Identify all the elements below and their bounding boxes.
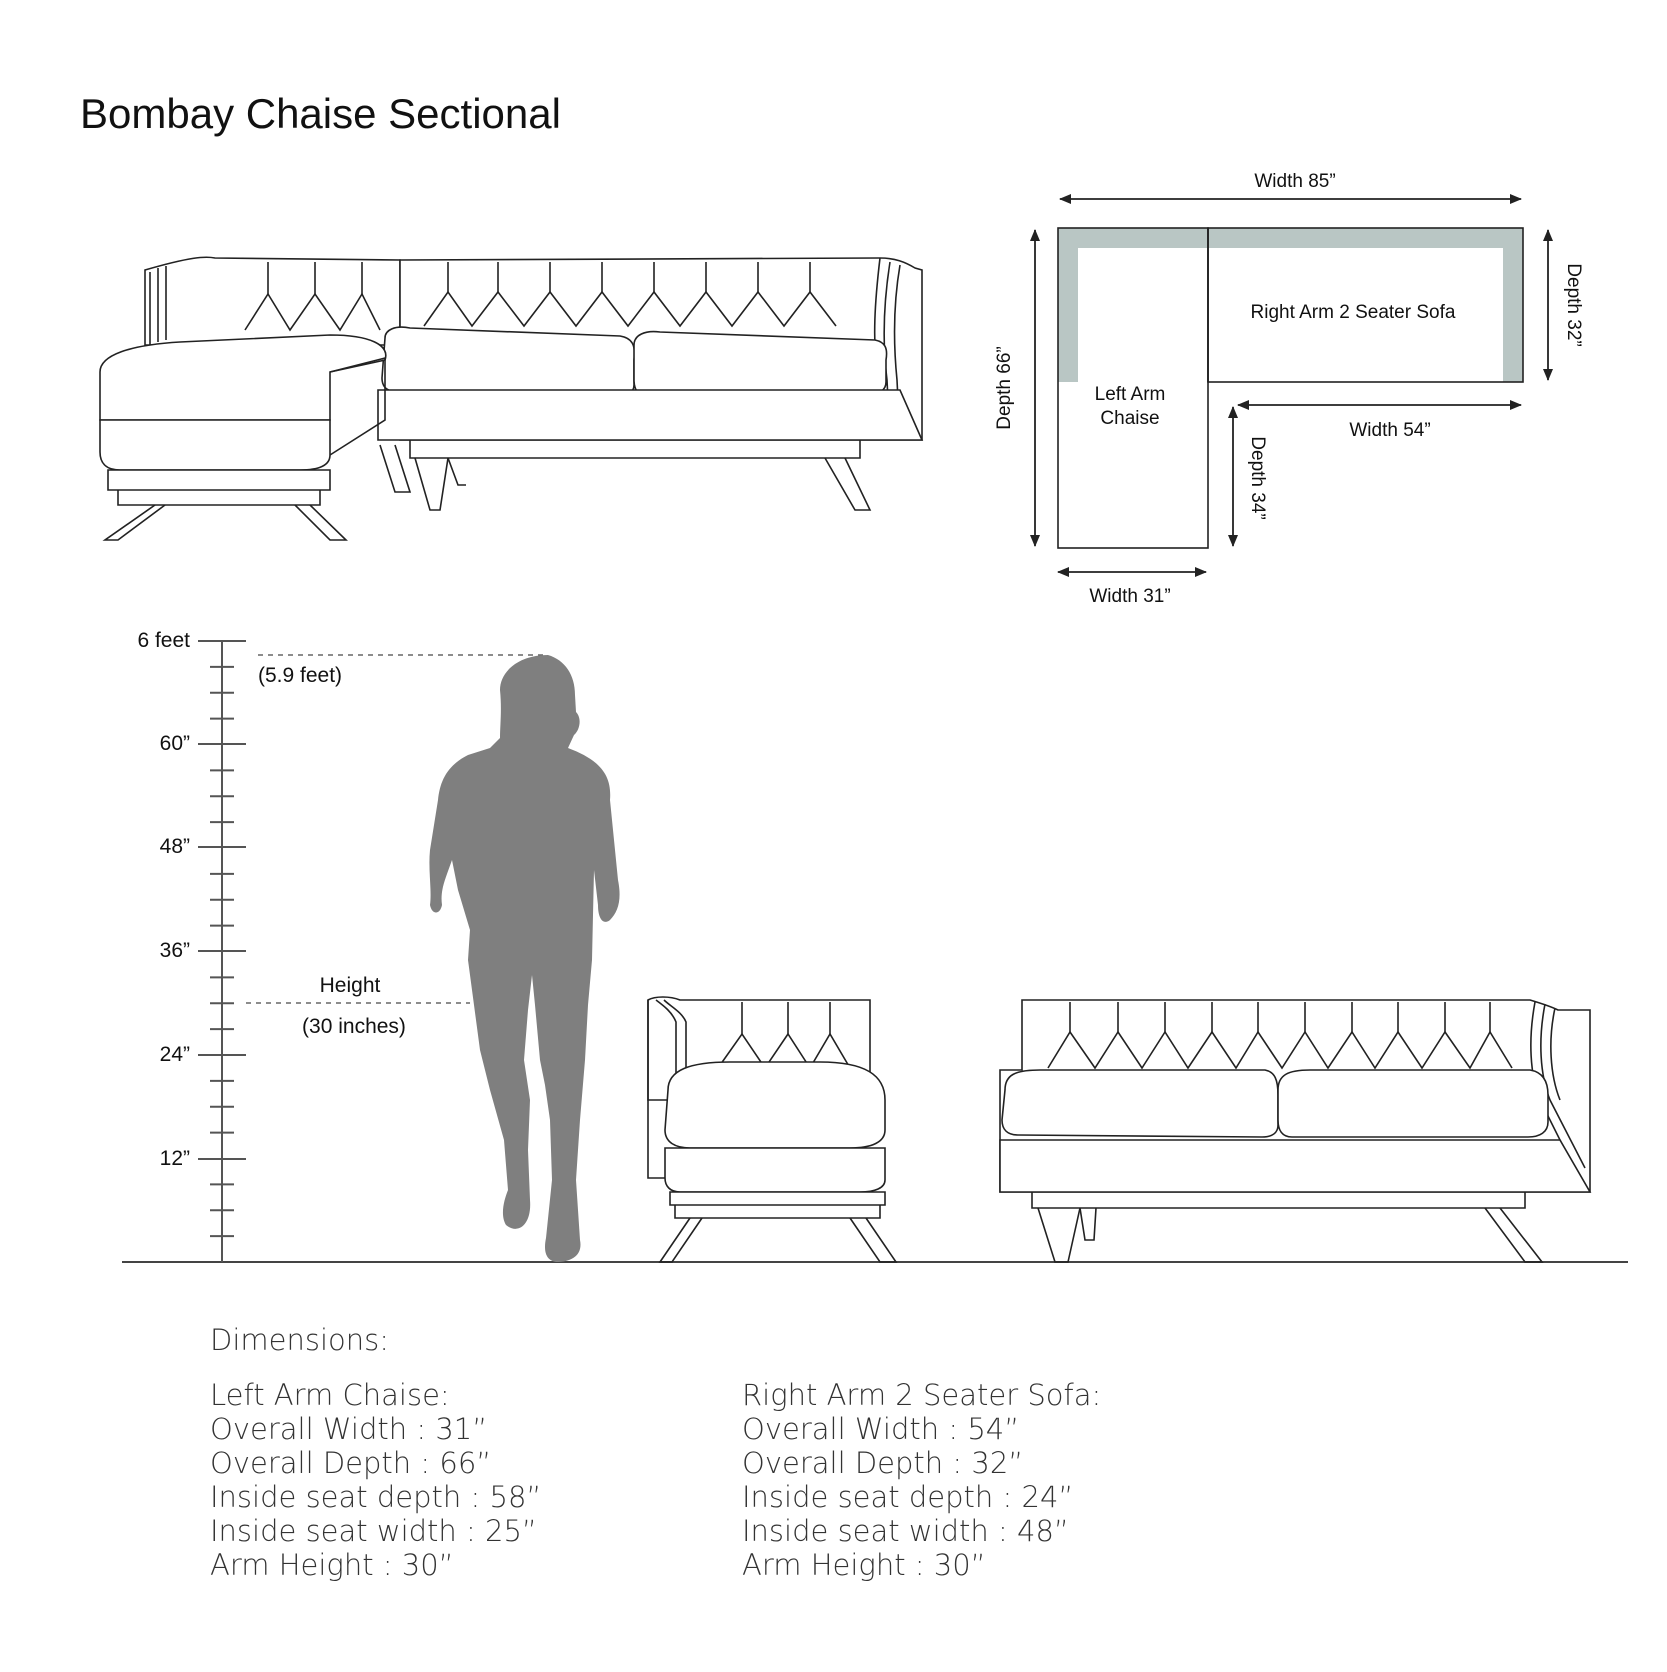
chaise-plan-label-2: Chaise [1100, 408, 1159, 429]
chaise-outline [1057, 227, 1209, 549]
chaise-front-elevation [647, 996, 898, 1263]
page-title: Bombay Chaise Sectional [80, 90, 561, 137]
dimensions-section: Dimensions: Left Arm Chaise: Overall Wid… [210, 1323, 1101, 1582]
chaise-spec-line: Inside seat depth : 58” [210, 1480, 541, 1514]
width-sofa-label: Width 54” [1349, 420, 1430, 441]
chaise-plan-label-1: Left Arm [1095, 384, 1166, 405]
tick-label-24: 24” [160, 1043, 190, 1066]
chaise-spec-title: Left Arm Chaise: [210, 1378, 450, 1412]
tick-label-60: 60” [160, 732, 190, 755]
height-scale: 6 feet 60” 48” 36” 24” 12” (5.9 feet) He… [122, 629, 1628, 1263]
backrest-fill [1058, 228, 1523, 382]
sofa-plan-label: Right Arm 2 Seater Sofa [1251, 302, 1456, 323]
arm-height-label: Height [320, 974, 381, 997]
chaise-spec-line: Overall Width : 31” [210, 1412, 487, 1446]
sofa-spec-line: Inside seat width : 48” [742, 1514, 1069, 1548]
sofa-spec-line: Inside seat depth : 24” [742, 1480, 1073, 1514]
tick-label-6ft: 6 feet [137, 629, 190, 652]
sofa-spec-line: Overall Width : 54” [742, 1412, 1019, 1446]
dimensions-heading: Dimensions: [210, 1323, 389, 1357]
tick-label-48: 48” [160, 835, 190, 858]
floor-plan: Right Arm 2 Seater Sofa Left Arm Chaise … [994, 171, 1584, 607]
sofa-front-elevation [999, 999, 1592, 1263]
arm-height-value: (30 inches) [302, 1015, 406, 1038]
width-total-label: Width 85” [1254, 171, 1335, 192]
sofa-spec-line: Overall Depth : 32” [742, 1446, 1023, 1480]
sofa-spec-title: Right Arm 2 Seater Sofa: [742, 1378, 1101, 1412]
depth-sofa-label: Depth 32” [1563, 263, 1584, 346]
ruler-minor-ticks [210, 665, 234, 1238]
chaise-spec-line: Inside seat width : 25” [210, 1514, 537, 1548]
sectional-perspective-drawing [99, 256, 924, 541]
tick-label-12: 12” [160, 1147, 190, 1170]
depth-total-label: Depth 66” [994, 346, 1015, 429]
chaise-spec-line: Overall Depth : 66” [210, 1446, 491, 1480]
person-height-label: (5.9 feet) [258, 664, 342, 687]
depth-chaise-inner-label: Depth 34” [1247, 436, 1268, 519]
sofa-spec-line: Arm Height : 30” [742, 1548, 986, 1582]
person-silhouette [429, 655, 620, 1262]
chaise-spec-line: Arm Height : 30” [210, 1548, 454, 1582]
width-chaise-label: Width 31” [1089, 586, 1170, 607]
tick-label-36: 36” [160, 939, 190, 962]
